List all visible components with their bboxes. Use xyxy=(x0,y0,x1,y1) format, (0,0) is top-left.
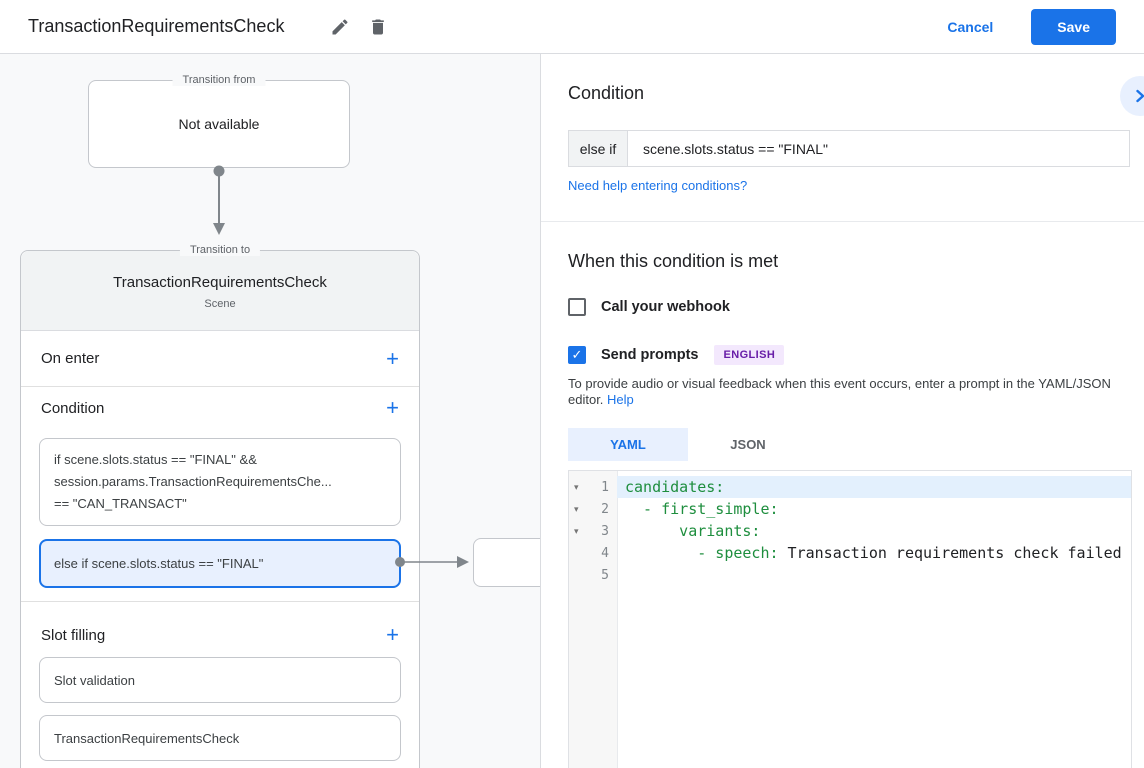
transition-to-card: Transition to TransactionRequirementsChe… xyxy=(20,244,420,768)
slot-filling-label: Slot filling xyxy=(41,626,106,644)
line-number: 3 xyxy=(601,523,609,539)
gutter: ▾ 4 xyxy=(569,546,617,561)
code-line-1[interactable]: ▾ 1 candidates: xyxy=(569,476,1131,498)
code-line-3[interactable]: ▾ 3 variants: xyxy=(569,520,1131,542)
when-met-title: When this condition is met xyxy=(568,251,779,271)
condition-detail-panel: Condition else if Need help entering con… xyxy=(540,54,1144,768)
slot-filling-section: Slot filling + Slot validation Transacti… xyxy=(21,614,419,761)
conditions-help-link[interactable]: Need help entering conditions? xyxy=(568,178,748,193)
condition-line: else if scene.slots.status == "FINAL" xyxy=(54,556,264,571)
line-number: 5 xyxy=(601,567,609,583)
scene-card-subtitle: Scene xyxy=(204,298,236,310)
line-number: 1 xyxy=(601,479,609,495)
condition-item-0[interactable]: if scene.slots.status == "FINAL" && sess… xyxy=(39,438,401,526)
prompt-description-text: To provide audio or visual feedback when… xyxy=(568,376,1111,407)
fold-arrow-icon[interactable]: ▾ xyxy=(574,525,579,536)
slot-item-0[interactable]: Slot validation xyxy=(39,657,401,703)
panel-title: Condition xyxy=(568,83,645,103)
condition-label: Condition xyxy=(41,399,105,417)
condition-line: session.params.TransactionRequirementsCh… xyxy=(54,474,332,489)
gutter: ▾ 5 xyxy=(569,568,617,583)
prompt-help-link[interactable]: Help xyxy=(607,392,634,407)
code-content xyxy=(617,564,1131,586)
condition-line: == "CAN_TRANSACT" xyxy=(54,496,187,511)
code-content: - speech: Transaction requirements check… xyxy=(617,542,1131,564)
transition-from-content: Not available xyxy=(178,116,260,132)
code-content: variants: xyxy=(617,520,1131,542)
code-content: - first_simple: xyxy=(617,498,1131,520)
send-prompts-checkbox[interactable]: ✓ xyxy=(568,346,586,364)
add-on-enter-button[interactable]: + xyxy=(386,345,399,371)
fold-arrow-icon[interactable]: ▾ xyxy=(574,481,579,492)
transition-to-legend: Transition to xyxy=(179,244,261,256)
editor-tabs: YAML JSON xyxy=(568,428,808,461)
add-slot-button[interactable]: + xyxy=(386,622,399,647)
down-arrow-connector xyxy=(213,165,225,235)
webhook-checkbox[interactable] xyxy=(568,298,586,316)
condition-item-1-selected[interactable]: else if scene.slots.status == "FINAL" xyxy=(39,539,401,588)
code-line-2[interactable]: ▾ 2 - first_simple: xyxy=(569,498,1131,520)
check-icon: ✓ xyxy=(571,347,583,362)
on-enter-section: On enter + xyxy=(21,331,419,387)
on-enter-label: On enter xyxy=(41,350,100,367)
yaml-key: - first_simple: xyxy=(625,500,779,518)
prompt-description: To provide audio or visual feedback when… xyxy=(568,376,1134,408)
flow-canvas: Transition from Not available Transition… xyxy=(0,54,540,768)
gutter: ▾ 2 xyxy=(569,502,617,517)
yaml-key: candidates: xyxy=(625,478,725,496)
edit-icon[interactable] xyxy=(330,17,350,37)
slot-filling-section-head: Slot filling + xyxy=(21,614,419,656)
line-number: 4 xyxy=(601,545,609,561)
fold-arrow-icon[interactable]: ▾ xyxy=(574,503,579,514)
yaml-code-editor[interactable]: ▾ 1 candidates: ▾ 2 - first_simple: ▾ 3 … xyxy=(568,470,1132,768)
slot-item-1[interactable]: TransactionRequirementsCheck xyxy=(39,715,401,761)
scene-card-header[interactable]: TransactionRequirementsCheck Scene xyxy=(21,251,419,331)
condition-section-head: Condition + xyxy=(21,387,419,429)
send-prompts-label: Send prompts xyxy=(601,347,699,363)
collapse-panel-button[interactable] xyxy=(1120,76,1144,116)
code-line-4[interactable]: ▾ 4 - speech: Transaction requirements c… xyxy=(569,542,1131,564)
code-line-5[interactable]: ▾ 5 xyxy=(569,564,1131,586)
transition-from-node[interactable]: Transition from Not available xyxy=(88,74,350,168)
condition-expression-input[interactable] xyxy=(628,130,1130,167)
add-condition-button[interactable]: + xyxy=(386,395,399,420)
gutter: ▾ 3 xyxy=(569,524,617,539)
chevron-right-icon xyxy=(1136,89,1144,103)
code-content: candidates: xyxy=(617,476,1131,498)
title-actions xyxy=(330,17,388,37)
transition-from-legend: Transition from xyxy=(172,74,266,86)
condition-line: if scene.slots.status == "FINAL" && xyxy=(54,452,257,467)
cancel-button[interactable]: Cancel xyxy=(947,18,994,35)
page-title: TransactionRequirementsCheck xyxy=(28,16,285,36)
condition-expression-row: else if xyxy=(568,130,1130,167)
yaml-key: variants: xyxy=(625,522,761,540)
webhook-checkbox-row[interactable]: Call your webhook xyxy=(568,298,730,316)
gutter: ▾ 1 xyxy=(569,480,617,495)
transition-target-node[interactable] xyxy=(473,538,540,587)
scene-card-title: TransactionRequirementsCheck xyxy=(113,274,327,291)
save-button[interactable]: Save xyxy=(1031,8,1116,45)
language-badge: ENGLISH xyxy=(714,345,785,365)
panel-divider xyxy=(541,221,1144,222)
tab-json[interactable]: JSON xyxy=(730,437,766,452)
top-bar: TransactionRequirementsCheck Cancel Save xyxy=(0,0,1144,54)
yaml-key: - speech: xyxy=(625,544,779,562)
line-number: 2 xyxy=(601,501,609,517)
tab-yaml[interactable]: YAML xyxy=(568,428,688,461)
send-prompts-checkbox-row[interactable]: ✓ Send prompts ENGLISH xyxy=(568,345,785,365)
yaml-value: Transaction requirements check failed xyxy=(778,544,1122,562)
webhook-label: Call your webhook xyxy=(601,299,730,315)
delete-icon[interactable] xyxy=(368,17,388,37)
condition-target-connector xyxy=(395,556,469,568)
condition-section: Condition + if scene.slots.status == "FI… xyxy=(21,387,419,602)
condition-prefix: else if xyxy=(568,130,628,167)
